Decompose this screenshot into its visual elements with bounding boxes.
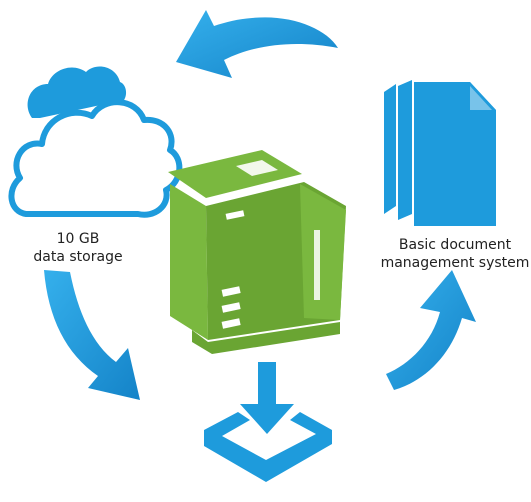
storage-label-line1: 10 GB (56, 231, 100, 247)
printer-icon (168, 150, 346, 354)
cloud-icon (8, 66, 183, 218)
storage-label: 10 GB data storage (14, 230, 142, 266)
curved-arrow-icon (386, 270, 476, 390)
document-management-label-line2: management system (380, 255, 530, 271)
document-management-label: Basic document management system (380, 236, 530, 272)
curved-arrow-icon (44, 270, 140, 400)
documents-icon (384, 80, 496, 226)
storage-label-line2: data storage (33, 249, 123, 265)
document-management-label-line1: Basic document (398, 237, 512, 253)
curved-arrow-icon (176, 10, 338, 78)
download-tray-icon (204, 362, 332, 482)
